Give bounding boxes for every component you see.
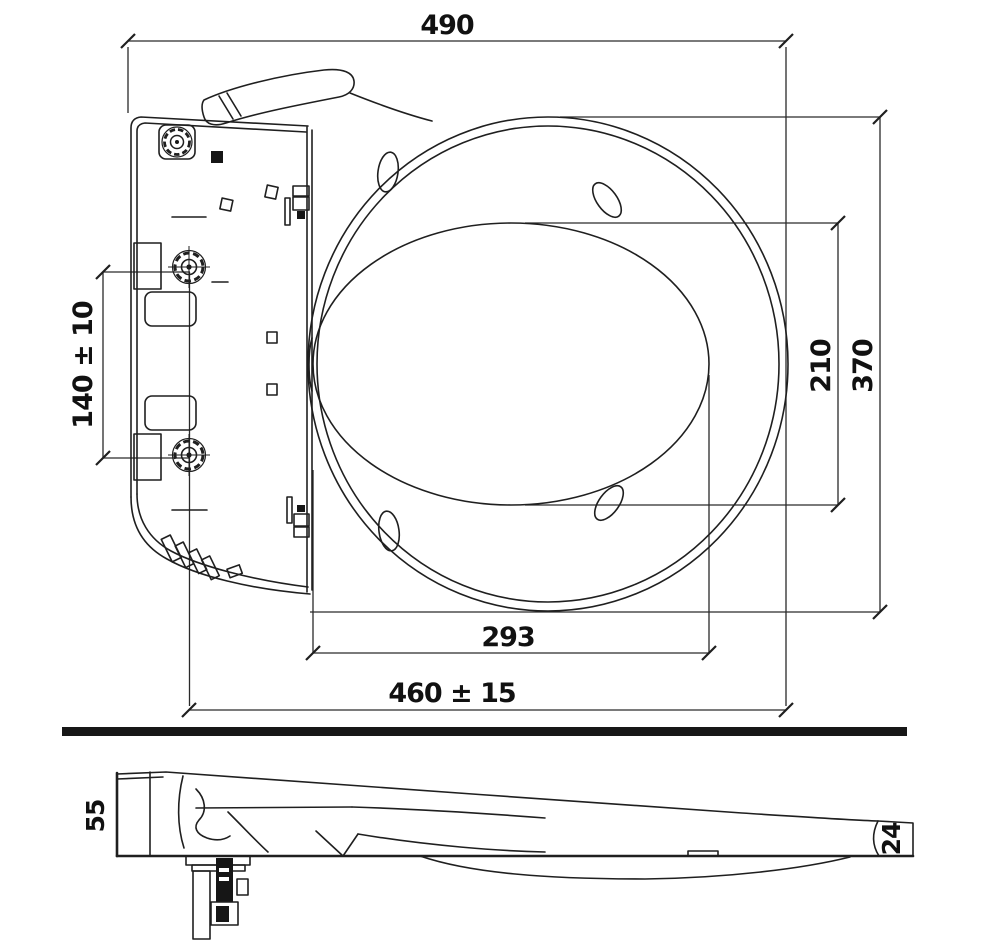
- dim-rear-height-label: 55: [81, 800, 110, 833]
- bumper-top-right: [591, 181, 623, 219]
- dim-overall-depth-label: 370: [848, 339, 879, 393]
- vent-grille: [160, 534, 244, 581]
- plan-view: 490 370 210 140 ± 10: [68, 10, 888, 718]
- side-view: 55 24: [81, 771, 915, 940]
- dim-overall-depth: 370: [310, 109, 888, 620]
- view-divider-bar: [62, 727, 907, 736]
- seat-inner-ring-outline: [316, 125, 780, 603]
- dim-mounting-hole-spacing: 140 ± 10: [68, 264, 190, 466]
- dim-opening-depth: 210: [525, 215, 846, 513]
- seat-opening-left-pinch: [308, 337, 313, 392]
- side-mounting-bolt: [185, 855, 251, 940]
- bolt-shaft: [192, 870, 211, 940]
- panel-bottom-edge-inner: [136, 493, 309, 588]
- dim-opening-width-label: 293: [481, 622, 534, 653]
- panel-bottom-edge: [130, 496, 311, 595]
- wingnut-bottom: [166, 432, 212, 478]
- dim-overall-width: 490: [120, 10, 794, 706]
- fastener-tilted-1: [219, 197, 234, 212]
- seat-underside-bulge: [419, 855, 851, 880]
- side-top-edge: [116, 771, 879, 822]
- fastener-square-upper: [266, 331, 278, 344]
- dim-overall-width-label: 490: [420, 10, 474, 41]
- bumper-bottom-right: [593, 484, 625, 522]
- fastener-tilted-2: [264, 184, 279, 200]
- fastener-square-lower: [266, 383, 278, 396]
- side-hinge-mechanism: [149, 771, 719, 857]
- dim-mounting-length-label: 460 ± 15: [388, 678, 515, 709]
- panel-left-top-edge-inner: [136, 122, 307, 495]
- bumper-bottom-left: [377, 510, 401, 552]
- wingnut-top: [166, 244, 212, 290]
- panel-left-top-edge: [130, 116, 309, 498]
- mount-bolt-bottom: [133, 395, 212, 481]
- mount-bolt-top: [133, 242, 229, 327]
- hinge-clip-top: [284, 185, 310, 226]
- damper-knob-mount: [158, 124, 196, 160]
- seat-ring: [307, 116, 789, 612]
- lid-arm-sweep: [349, 92, 433, 122]
- side-front-cap: [877, 820, 914, 857]
- dim-mounting-spacing-label: 140 ± 10: [68, 301, 99, 429]
- lid-arm: [201, 68, 355, 126]
- seat-opening: [312, 222, 710, 506]
- hinge-clip-bottom: [286, 496, 310, 538]
- body-panel: [130, 68, 433, 595]
- dim-opening-depth-label: 210: [806, 339, 837, 393]
- dim-front-height-label: 24: [877, 822, 906, 855]
- arm-pivot-block: [211, 151, 223, 163]
- damper-knob: [161, 126, 193, 158]
- bumper-top-left: [376, 151, 400, 193]
- dim-mounting-length: 460 ± 15: [181, 272, 794, 718]
- seat-outer-outline: [307, 116, 789, 612]
- dim-opening-width: 293: [305, 375, 717, 661]
